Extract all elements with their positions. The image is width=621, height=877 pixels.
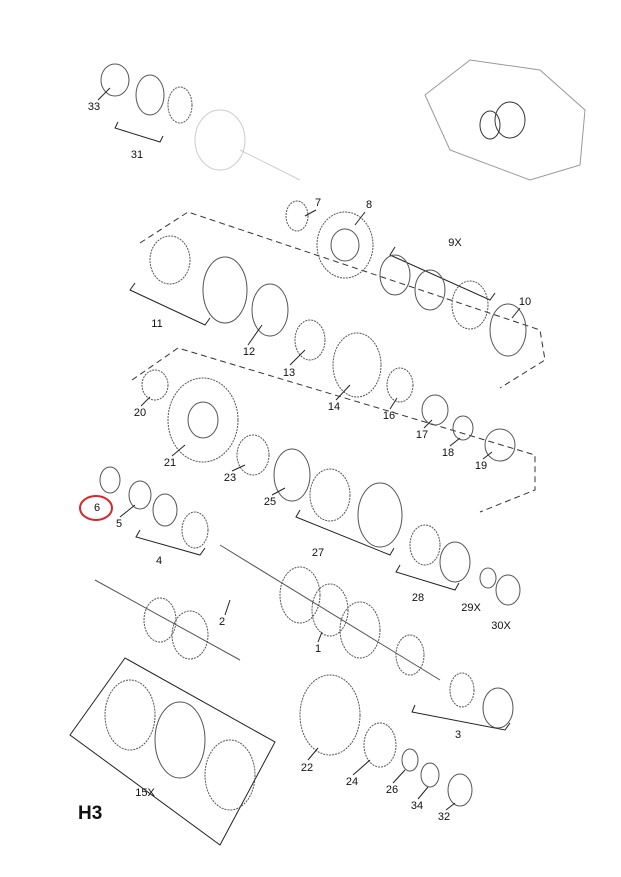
part-label-29x[interactable]: 29X xyxy=(461,602,481,614)
part-label-31[interactable]: 31 xyxy=(130,149,144,161)
part-label-5[interactable]: 5 xyxy=(115,518,123,530)
part-label-27[interactable]: 27 xyxy=(311,547,325,559)
part-label-2[interactable]: 2 xyxy=(218,616,226,628)
part-label-3[interactable]: 3 xyxy=(454,729,462,741)
part-label-11[interactable]: 11 xyxy=(151,318,163,330)
part-label-20[interactable]: 20 xyxy=(133,407,147,419)
page-code: H3 xyxy=(78,803,103,824)
part-label-13[interactable]: 13 xyxy=(282,367,296,379)
part-label-26[interactable]: 26 xyxy=(385,784,399,796)
part-label-4[interactable]: 4 xyxy=(155,555,163,567)
part-label-17[interactable]: 17 xyxy=(415,429,429,441)
part-label-24[interactable]: 24 xyxy=(345,776,359,788)
part-label-8[interactable]: 8 xyxy=(365,199,373,211)
part-label-9x[interactable]: 9X xyxy=(448,237,462,249)
part-label-28[interactable]: 28 xyxy=(411,592,425,604)
part-label-16[interactable]: 16 xyxy=(382,410,396,422)
part-label-30x[interactable]: 30X xyxy=(491,620,511,632)
part-label-21[interactable]: 21 xyxy=(163,457,177,469)
part-label-34[interactable]: 34 xyxy=(410,800,424,812)
part-label-6[interactable]: 6 xyxy=(93,502,101,514)
part-label-12[interactable]: 12 xyxy=(242,346,256,358)
part-label-23[interactable]: 23 xyxy=(223,472,237,484)
part-label-18[interactable]: 18 xyxy=(441,447,455,459)
part-label-33[interactable]: 33 xyxy=(87,101,101,113)
part-label-19[interactable]: 19 xyxy=(474,460,488,472)
assembly-outline xyxy=(131,211,546,513)
part-label-14[interactable]: 14 xyxy=(327,401,341,413)
part-label-25[interactable]: 25 xyxy=(263,496,277,508)
part-label-10[interactable]: 10 xyxy=(518,296,532,308)
part-label-7[interactable]: 7 xyxy=(314,197,322,209)
group-brackets xyxy=(69,121,511,846)
part-label-15x[interactable]: 15X xyxy=(135,787,155,799)
highlight-circle xyxy=(79,495,113,521)
part-label-32[interactable]: 32 xyxy=(437,811,451,823)
part-label-22[interactable]: 22 xyxy=(300,762,314,774)
part-label-1[interactable]: 1 xyxy=(314,643,322,655)
part-shapes xyxy=(94,59,586,811)
leader-lines xyxy=(97,87,521,811)
